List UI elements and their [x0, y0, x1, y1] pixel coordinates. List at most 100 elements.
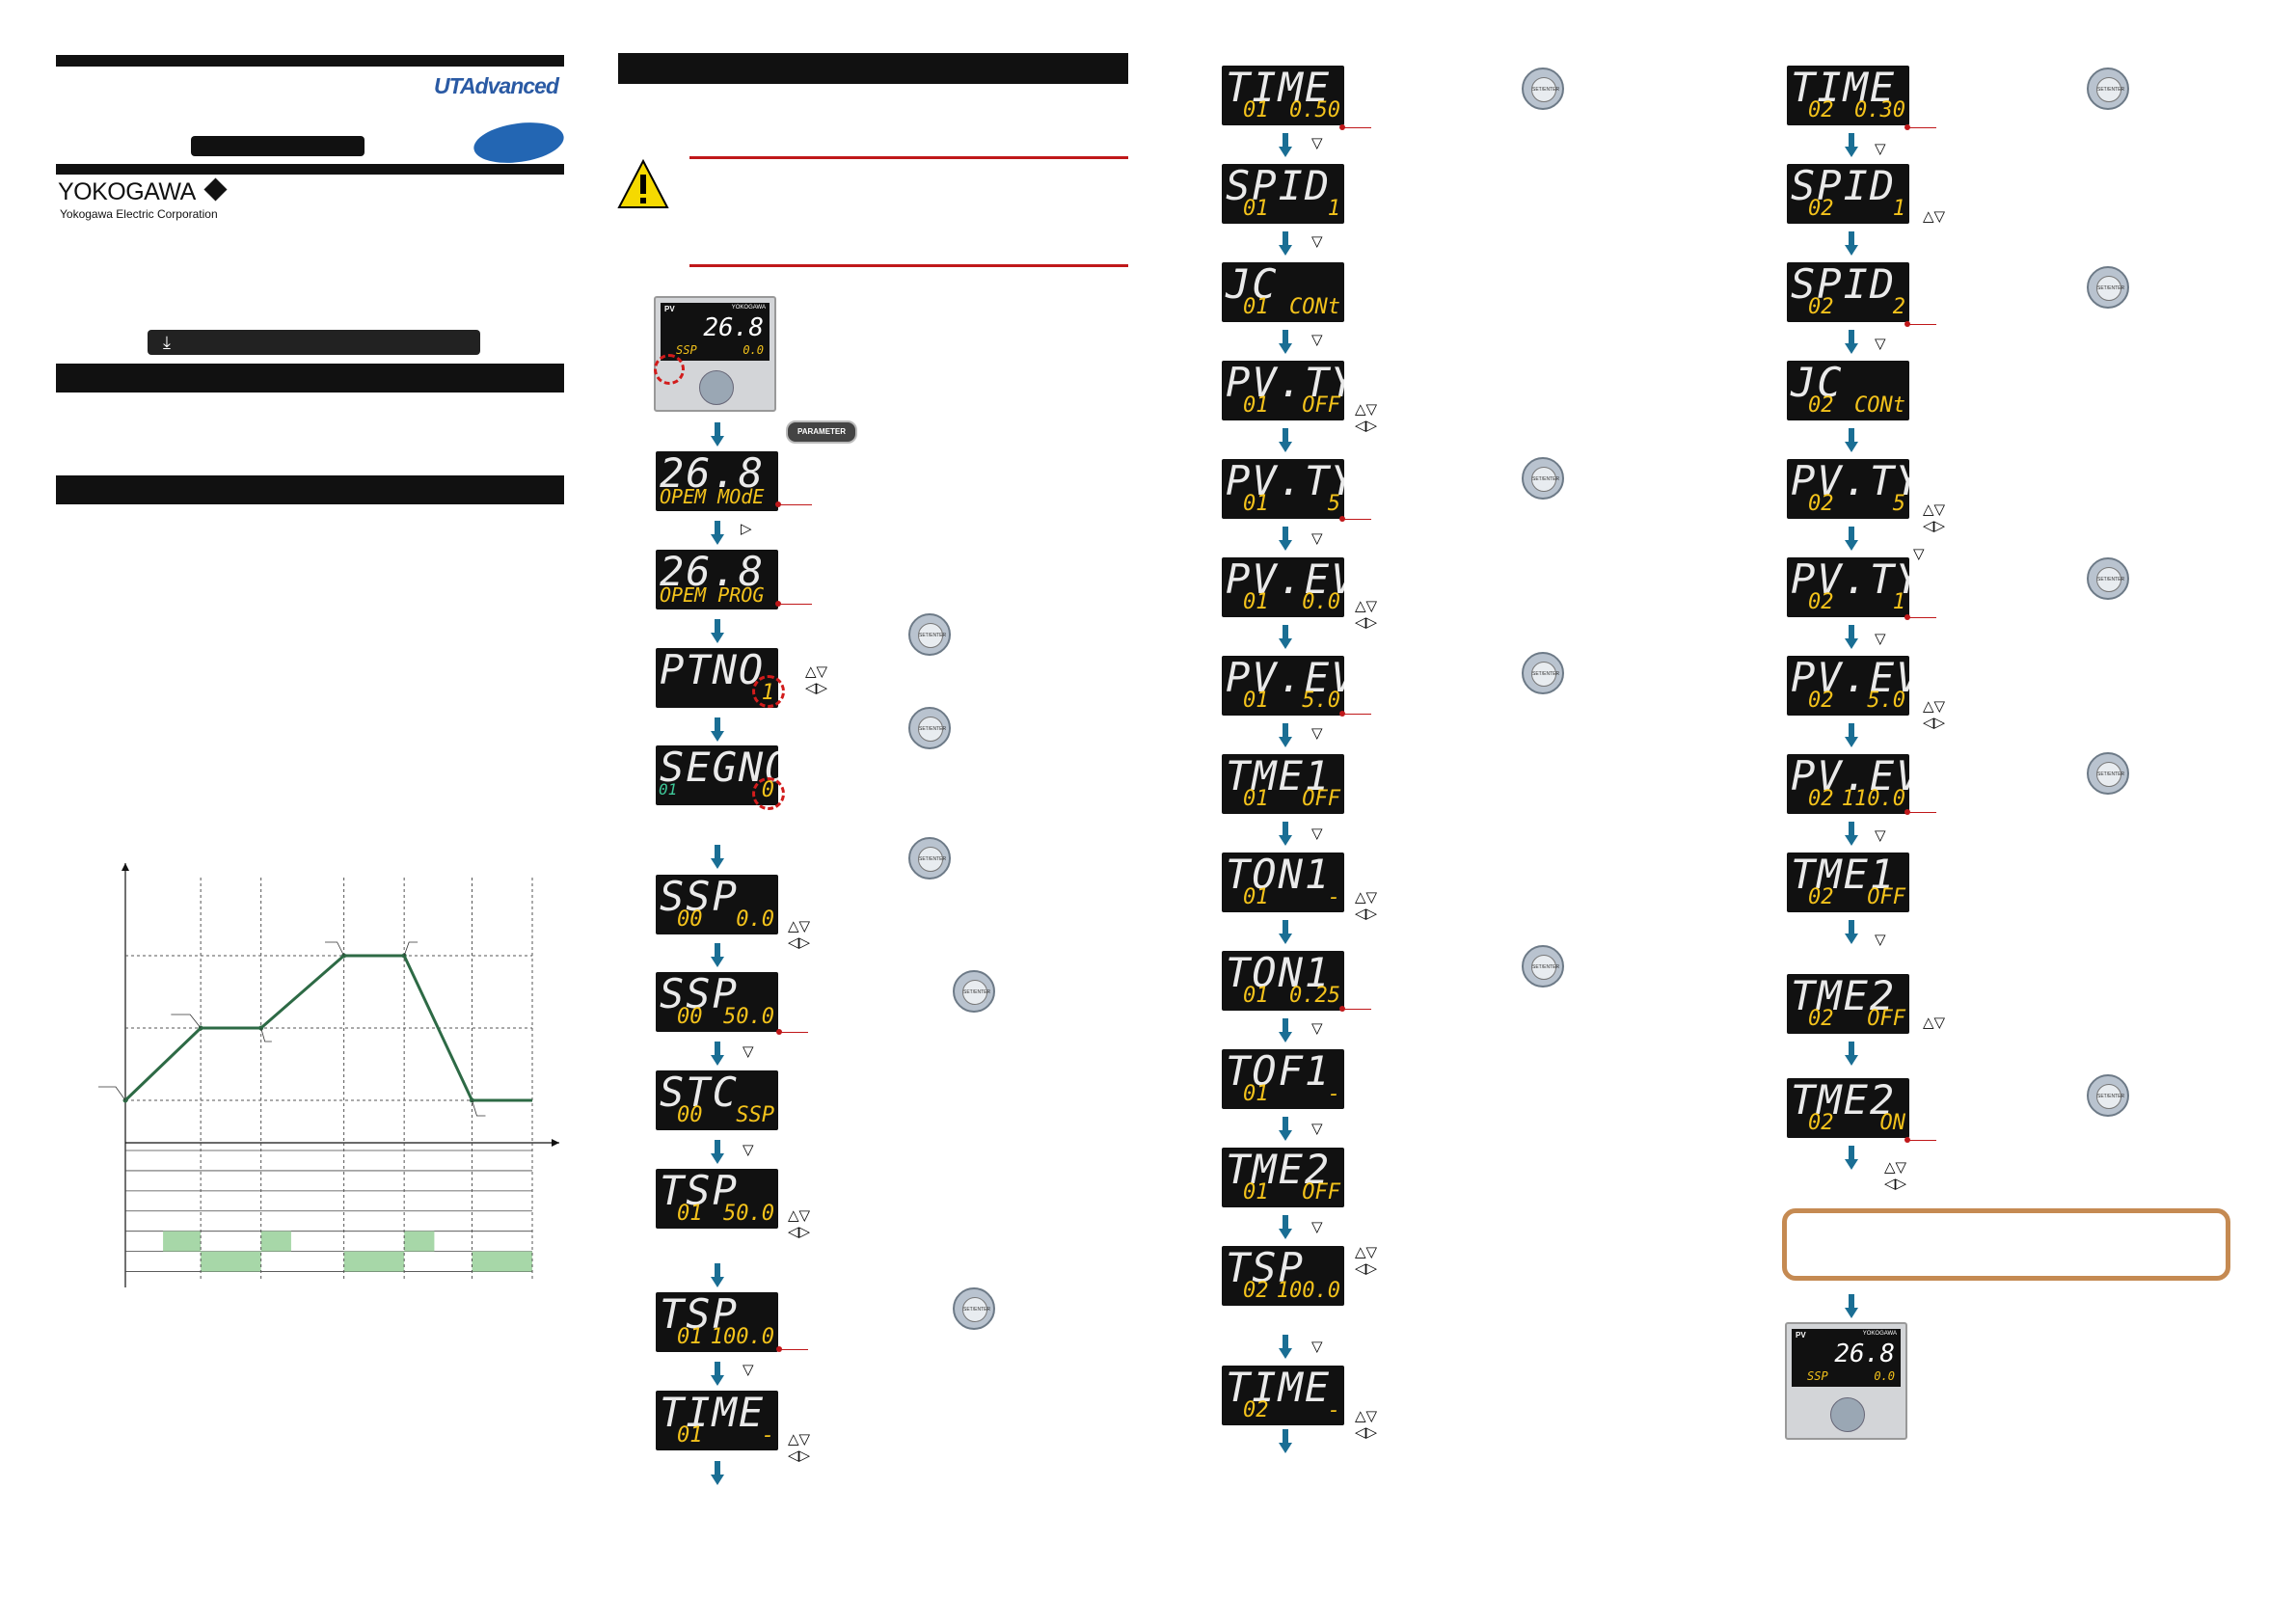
event-pulse-2 [343, 1251, 405, 1272]
event-pulse-1 [163, 1231, 202, 1252]
event-pulse-1 [404, 1231, 435, 1252]
lcd-segment-number: 01 [1243, 98, 1269, 122]
key-hint: △▽ [1923, 1014, 1946, 1031]
lcd-segment-number: 02 [1808, 689, 1834, 713]
key-hint: △▽ [1355, 888, 1378, 906]
final-controller-dial[interactable] [1830, 1397, 1865, 1432]
lcd-sub-text: OPEM PROG [660, 583, 765, 607]
key-hint: ▽ [1311, 529, 1323, 547]
controller-dial[interactable] [699, 370, 734, 405]
set-enter-label: SET/ENTER [2096, 567, 2124, 592]
flow-arrow-down [1279, 822, 1292, 847]
set-enter-button[interactable]: SET/ENTER [2087, 1074, 2129, 1117]
key-hint: ◁▷ [788, 1223, 811, 1240]
flow-arrow-down [1845, 920, 1858, 945]
lcd-main-text: PV.EV1 [1791, 656, 1909, 701]
set-enter-button[interactable]: SET/ENTER [1522, 457, 1564, 500]
lcd-main-text: PV.EV1 [1226, 656, 1344, 701]
lcd-display: PV.EV102110.0 [1787, 754, 1909, 814]
set-enter-button[interactable]: SET/ENTER [2087, 752, 2129, 795]
lcd-main-text: PV.TY1 [1791, 459, 1909, 504]
lcd-main-text: TME2 [1791, 1078, 1897, 1123]
set-enter-button[interactable]: SET/ENTER [908, 613, 951, 656]
highlight-leader [779, 1349, 808, 1350]
flow-arrow-down [1845, 133, 1858, 158]
warning-icon [617, 158, 669, 214]
key-hint: △▽ [1923, 697, 1946, 715]
lcd-value: OFF [1302, 393, 1340, 418]
lcd-main-text: TIME [1226, 1366, 1332, 1411]
set-enter-label: SET/ENTER [918, 717, 946, 742]
lcd-value: 100.0 [1276, 1279, 1340, 1303]
set-enter-button[interactable]: SET/ENTER [2087, 266, 2129, 309]
flow-arrow-down [711, 619, 724, 644]
lcd-segment-number: 01 [1243, 787, 1269, 811]
key-hint: ▽ [1311, 1338, 1323, 1355]
set-enter-button[interactable]: SET/ENTER [2087, 68, 2129, 110]
set-enter-button[interactable]: SET/ENTER [908, 837, 951, 880]
lcd-segment-number: 02 [1808, 885, 1834, 909]
lcd-segment-number: 02 [1808, 295, 1834, 319]
lcd-value: 0.0 [1302, 590, 1340, 614]
key-hint: △▽ [788, 1206, 811, 1224]
y-axis-arrowhead [122, 863, 129, 871]
lcd-segment-number: 00 [677, 1103, 703, 1127]
set-enter-label: SET/ENTER [2096, 1084, 2124, 1109]
section-bar-2 [56, 475, 564, 504]
set-enter-label: SET/ENTER [2096, 77, 2124, 102]
set-enter-button[interactable]: SET/ENTER [953, 1287, 995, 1330]
set-enter-button[interactable]: SET/ENTER [2087, 557, 2129, 600]
key-hint: △▽ [1355, 1407, 1378, 1424]
set-enter-button[interactable]: SET/ENTER [953, 970, 995, 1013]
lcd-value: 5.0 [1867, 689, 1905, 713]
lcd-value: OFF [1867, 885, 1905, 909]
set-enter-label: SET/ENTER [2096, 762, 2124, 787]
key-hint: ▽ [1875, 826, 1886, 844]
title-pill [191, 136, 365, 156]
highlight-leader [1907, 617, 1936, 618]
lcd-value: 50.0 [723, 1005, 774, 1029]
flow-arrow-down [1845, 1146, 1858, 1171]
set-enter-button[interactable]: SET/ENTER [1522, 68, 1564, 110]
set-enter-button[interactable]: SET/ENTER [1522, 945, 1564, 988]
flow-arrow-down [1279, 428, 1292, 453]
key-hint: ▽ [1875, 931, 1886, 948]
final-brand: YOKOGAWA [1862, 1331, 1897, 1337]
set-enter-button[interactable]: SET/ENTER [1522, 652, 1564, 694]
final-pv-value: 26.8 [1834, 1340, 1895, 1368]
lcd-segment-number: 02 [1808, 590, 1834, 614]
lcd-main-text: TIME [1226, 66, 1332, 111]
lcd-segment-number: 00 [677, 1005, 703, 1029]
set-enter-label: SET/ENTER [962, 1297, 990, 1322]
set-enter-label: SET/ENTER [918, 847, 946, 872]
lcd-segment-number: 01 [1243, 885, 1269, 909]
download-bar[interactable]: ⤓ [148, 330, 480, 355]
lcd-value: ON [1879, 1111, 1906, 1135]
lcd-main-text: TON1 [1226, 853, 1332, 898]
lcd-display: PV.TY101OFF [1222, 361, 1344, 420]
lcd-main-text: SPID [1226, 164, 1332, 209]
lcd-main-text: TSP [660, 1292, 739, 1338]
lcd-value: 100.0 [710, 1325, 774, 1349]
key-hint: ◁▷ [1355, 417, 1378, 434]
lcd-value: - [1327, 1398, 1340, 1422]
lcd-main-text: 26.8 [660, 550, 766, 595]
flow-arrow-down [1279, 920, 1292, 945]
key-hint: ◁▷ [1355, 1259, 1378, 1277]
highlight-leader [1907, 1140, 1936, 1141]
event-pulse-1 [260, 1231, 291, 1252]
parameter-button[interactable]: PARAMETER [786, 420, 857, 444]
set-enter-button[interactable]: SET/ENTER [908, 707, 951, 749]
pattern-point [122, 1097, 128, 1103]
lcd-display: PV.TY1025 [1787, 459, 1909, 519]
warning-rule-bottom [689, 264, 1128, 267]
flow-arrow-down [711, 1263, 724, 1288]
